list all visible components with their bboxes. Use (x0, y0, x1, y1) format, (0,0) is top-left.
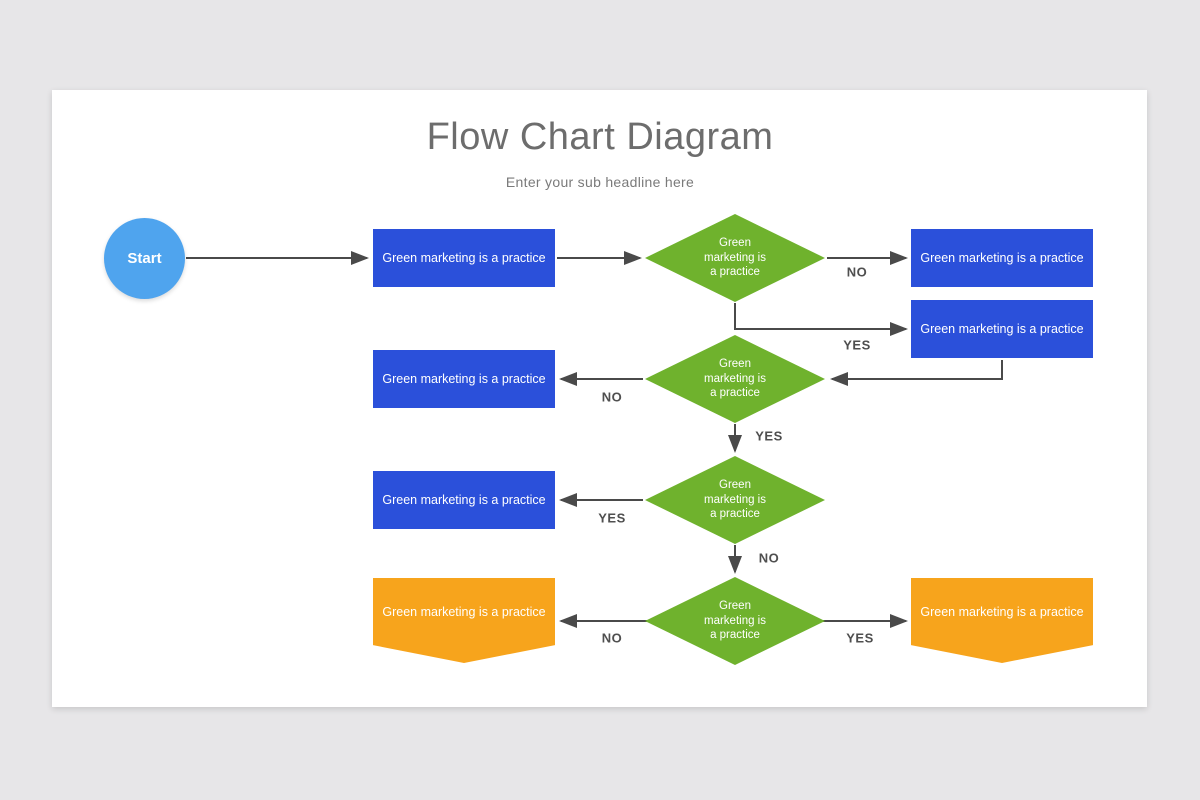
page-title: Flow Chart Diagram (426, 116, 774, 158)
process-box-right-2: Green marketing is a practice (911, 300, 1093, 358)
branch-label-d3-no: NO (758, 550, 780, 566)
start-node: Start (104, 218, 185, 299)
branch-label-d1-yes: YES (843, 337, 871, 353)
branch-label-d1-no: NO (846, 264, 868, 280)
terminal-banner-left: Green marketing is a practice (373, 578, 555, 663)
branch-label-d2-no: NO (601, 389, 623, 405)
page-subtitle: Enter your sub headline here (505, 174, 695, 190)
terminal-banner-right: Green marketing is a practice (911, 578, 1093, 663)
process-box-left-3: Green marketing is a practice (373, 471, 555, 529)
process-box-right-1: Green marketing is a practice (911, 229, 1093, 287)
branch-label-d3-yes: YES (598, 510, 626, 526)
branch-label-d4-yes: YES (846, 630, 874, 646)
process-box-left-2: Green marketing is a practice (373, 350, 555, 408)
branch-label-d4-no: NO (601, 630, 623, 646)
branch-label-d2-yes: YES (755, 428, 783, 444)
process-box-left-1: Green marketing is a practice (373, 229, 555, 287)
